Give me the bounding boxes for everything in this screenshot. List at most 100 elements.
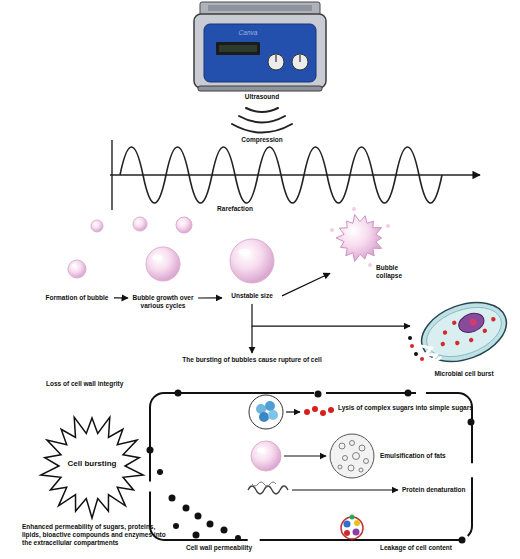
bubble-stage: Bubble growth over various cycles [128, 244, 198, 316]
sugar-lysis-part [320, 410, 326, 416]
fat-emulsification-part-part [353, 453, 360, 460]
cell-content-molecule-part [341, 517, 363, 539]
protein-denaturation-part [248, 486, 288, 494]
leaking-particles-part [169, 495, 176, 502]
cell-outline-part [150, 393, 472, 540]
cell-granule [468, 337, 474, 343]
pressure-wave [110, 140, 480, 210]
fat-emulsification-part-part [343, 456, 348, 461]
annotation: Leakage of cell content [380, 544, 500, 552]
leaking-particles-part [173, 523, 179, 529]
ultrasound-bath-part [219, 45, 257, 52]
node-text-box: Microbial cell burst [410, 370, 518, 378]
process-label: The bursting of bubbles cause rupture of… [157, 356, 347, 364]
burst-outline [41, 417, 143, 518]
cell-granule [442, 330, 448, 336]
leaking-particles-part [235, 535, 241, 541]
flow-arrow [198, 297, 222, 298]
cell-content-molecule [341, 515, 363, 540]
node-text-box: Bubble growth over various cycles [128, 294, 198, 310]
node-text-box: Formation of bubble [40, 294, 114, 302]
sugar-lysis-part [259, 412, 269, 422]
sound-waves-part [246, 108, 278, 112]
cell-wall [413, 292, 514, 373]
cell-content-molecule-part [354, 520, 360, 526]
node-text-box: Unstable size [222, 292, 282, 300]
cell-content-molecule-part [344, 530, 350, 536]
ultrasound-bath-part [216, 42, 260, 55]
bubble-highlight [152, 254, 162, 259]
bubble [230, 239, 274, 283]
cell-granule [440, 341, 446, 347]
flow-arrow [114, 297, 128, 298]
sugar-lysis [249, 395, 334, 429]
fat-emulsification-part-part [339, 443, 345, 449]
fat-emulsification [251, 434, 374, 478]
sugar-lysis-part [328, 407, 334, 413]
node-label: Bubble growth over various cycles [128, 294, 198, 310]
wave-label: Rarefaction [195, 205, 275, 213]
node-label: Unstable size [222, 292, 282, 300]
cell-granule [451, 320, 457, 326]
sound-waves-part [232, 124, 292, 133]
leaking-particles-part [147, 447, 154, 454]
leaking-particles-part [175, 390, 182, 397]
cell-content-molecule-part [350, 515, 355, 520]
annotation: Loss of cell wall integrity [46, 380, 166, 388]
sugar-lysis-part [312, 406, 318, 412]
sugar-lysis-part [265, 401, 275, 411]
device-label: Ultrasound [212, 93, 312, 101]
flow-arrow [252, 304, 410, 326]
small-bubbles-part [91, 220, 103, 232]
ultrasound-bath-part [194, 14, 326, 88]
node-label: Bubble collapse [376, 264, 412, 280]
ultrasound-bath-part [198, 86, 322, 91]
node-text-box: Bubble collapse [376, 264, 412, 280]
leaking-particles-part [221, 527, 228, 534]
annotation: Enhanced permeability of sugars, protein… [22, 523, 172, 547]
sugar-lysis-part [249, 395, 283, 429]
leaking-particles-part [157, 469, 163, 475]
ultrasound-bath-part [292, 54, 308, 70]
process-arrow [252, 326, 253, 353]
node-label: Formation of bubble [40, 294, 114, 302]
annotation: Cell wall permeability [186, 544, 296, 552]
cell-content-molecule-part [353, 529, 360, 536]
ultrasound-bath-part [204, 24, 316, 82]
wave-label: Compression [222, 136, 302, 144]
nucleolus [469, 318, 478, 327]
leaking-particles-part [183, 505, 190, 512]
fat-emulsification-part [330, 434, 374, 478]
burst-star: Cell bursting [36, 412, 148, 520]
process-arrow-part [251, 326, 252, 353]
pressure-wave-part [120, 147, 442, 203]
leaking-particles-part [468, 419, 475, 426]
cell-content-molecule-part [344, 521, 351, 528]
bubble-stage: Unstable size [222, 236, 282, 304]
protein-denaturation-part [292, 489, 398, 490]
flow-arrow [282, 273, 330, 296]
cell-membrane [420, 298, 508, 366]
nucleus [456, 310, 487, 336]
leaking-particles [147, 390, 475, 544]
protein-denaturation-part [252, 482, 276, 486]
droplet [330, 228, 334, 232]
fat-emulsification-part-part [350, 441, 355, 446]
spilled-content [408, 336, 412, 340]
ultrasound-bath-part [299, 55, 300, 62]
droplet [368, 263, 372, 267]
microbial-cell: Microbial cell burst [410, 296, 518, 382]
spilled-content [410, 344, 414, 348]
spilled-content [414, 352, 418, 356]
ultrasound-bath-part [275, 55, 276, 62]
ultrasound-bath [194, 2, 326, 91]
sugar-lysis-part [268, 410, 278, 420]
leaking-particles-part [195, 513, 202, 520]
sugar-lysis-part [304, 409, 310, 415]
bubble-collapse: Bubble collapse [330, 212, 412, 284]
ultrasound-bath-part [268, 54, 284, 70]
node-label: Cell bursting [56, 459, 128, 469]
bubble-highlight [71, 264, 76, 267]
